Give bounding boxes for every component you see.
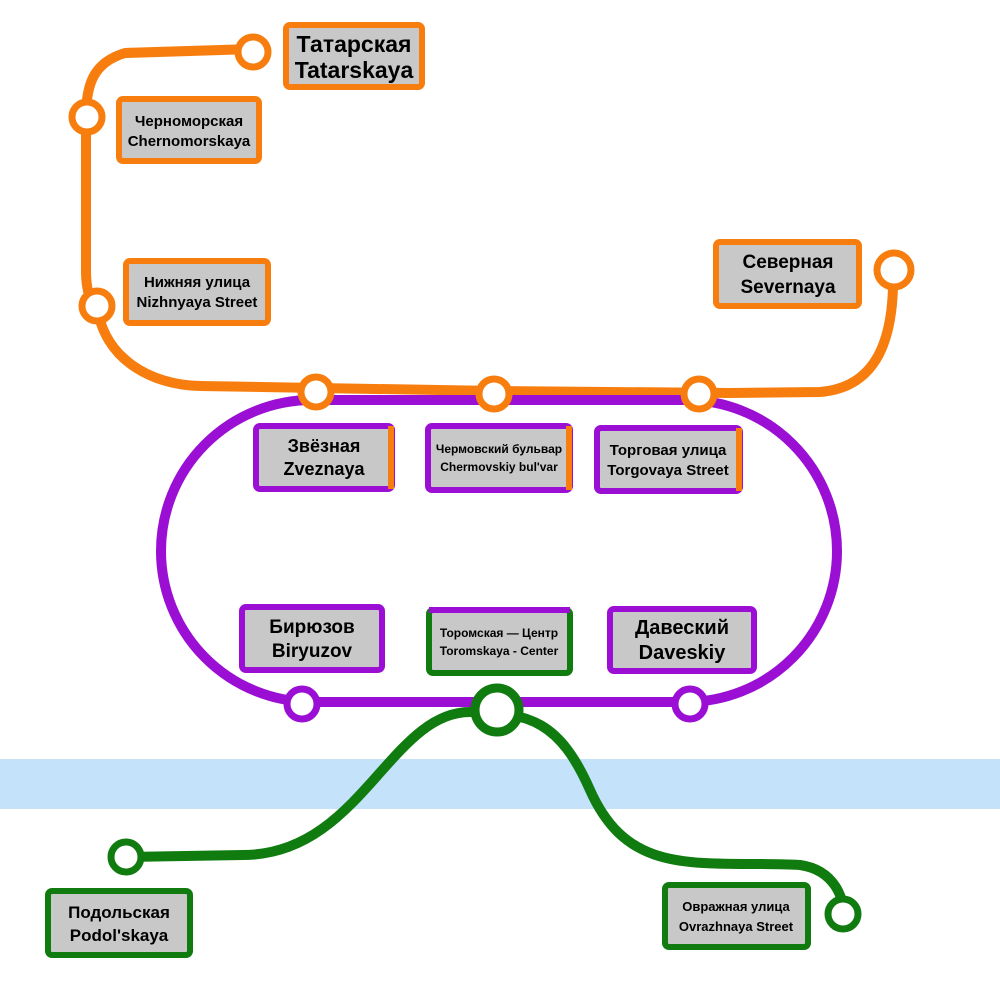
- station-label-chermovskiy[interactable]: Чермовский бульвар Chermovskiy bul'var: [425, 423, 573, 493]
- station-name-en: Biryuzov: [272, 641, 353, 662]
- station-name-ru: Давеский: [635, 617, 729, 639]
- station-marker-daveskiy[interactable]: [671, 685, 709, 723]
- station-label-chernomorskaya[interactable]: Черноморская Chernomorskaya: [116, 96, 262, 164]
- river: [0, 759, 1000, 809]
- station-label-torgovaya[interactable]: Торговая улица Torgovaya Street: [594, 425, 743, 494]
- station-name-en: Toromskaya - Center: [440, 644, 559, 658]
- station-marker-torgovaya[interactable]: [680, 375, 718, 413]
- station-name-ru: Бирюзов: [269, 617, 354, 638]
- station-name-ru: Звёзная: [288, 436, 361, 456]
- station-label-toromskaya[interactable]: Торомская — Центр Toromskaya - Center: [426, 607, 573, 676]
- station-name-en: Severnaya: [740, 277, 836, 298]
- station-name-ru: Нижняя улица: [144, 274, 251, 291]
- station-name-en: Nizhnyaya Street: [137, 294, 258, 311]
- station-name-en: Zveznaya: [283, 459, 365, 479]
- station-name-en: Chermovskiy bul'var: [440, 460, 558, 474]
- station-label-nizhnyaya[interactable]: Нижняя улица Nizhnyaya Street: [123, 258, 271, 326]
- station-name-en: Daveskiy: [639, 642, 727, 664]
- station-label-daveskiy[interactable]: Давеский Daveskiy: [607, 606, 757, 674]
- station-marker-zveznaya[interactable]: [297, 373, 335, 411]
- station-label-biryuzov[interactable]: Бирюзов Biryuzov: [239, 604, 385, 673]
- station-name-ru: Овражная улица: [682, 899, 790, 914]
- station-marker-tatarskaya[interactable]: [234, 33, 272, 71]
- station-marker-chernomorskaya[interactable]: [68, 98, 106, 136]
- station-name-ru: Чермовский бульвар: [436, 442, 562, 456]
- station-label-podolskaya[interactable]: Подольская Podol'skaya: [45, 888, 193, 958]
- orange-line: [81, 44, 899, 398]
- station-name-en: Chernomorskaya: [128, 133, 251, 150]
- station-marker-severnaya[interactable]: [873, 249, 915, 291]
- station-label-ovrazhnaya[interactable]: Овражная улица Ovrazhnaya Street: [662, 882, 811, 950]
- station-marker-ovrazhnaya[interactable]: [824, 895, 862, 933]
- station-name-ru: Северная: [742, 252, 833, 273]
- station-name-en: Tatarskaya: [295, 57, 414, 83]
- station-label-zveznaya[interactable]: Звёзная Zveznaya: [253, 423, 395, 492]
- station-marker-nizhnyaya[interactable]: [78, 287, 116, 325]
- station-name-en: Podol'skaya: [70, 926, 169, 945]
- station-name-en: Ovrazhnaya Street: [679, 919, 794, 934]
- station-label-severnaya[interactable]: Северная Severnaya: [713, 239, 862, 309]
- station-marker-chermovskiy[interactable]: [475, 375, 513, 413]
- station-name-ru: Подольская: [68, 903, 170, 922]
- station-name-ru: Торомская — Центр: [440, 626, 558, 640]
- station-marker-biryuzov[interactable]: [283, 685, 321, 723]
- station-label-tatarskaya[interactable]: Татарская Tatarskaya: [283, 22, 425, 90]
- station-markers: [68, 33, 915, 933]
- green-line: [121, 707, 849, 920]
- station-name-en: Torgovaya Street: [607, 462, 728, 479]
- station-name-ru: Торговая улица: [610, 442, 727, 459]
- station-name-ru: Черноморская: [135, 113, 243, 130]
- station-name-ru: Татарская: [297, 31, 412, 57]
- station-marker-toromskaya[interactable]: [470, 683, 524, 737]
- station-marker-podolskaya[interactable]: [107, 838, 145, 876]
